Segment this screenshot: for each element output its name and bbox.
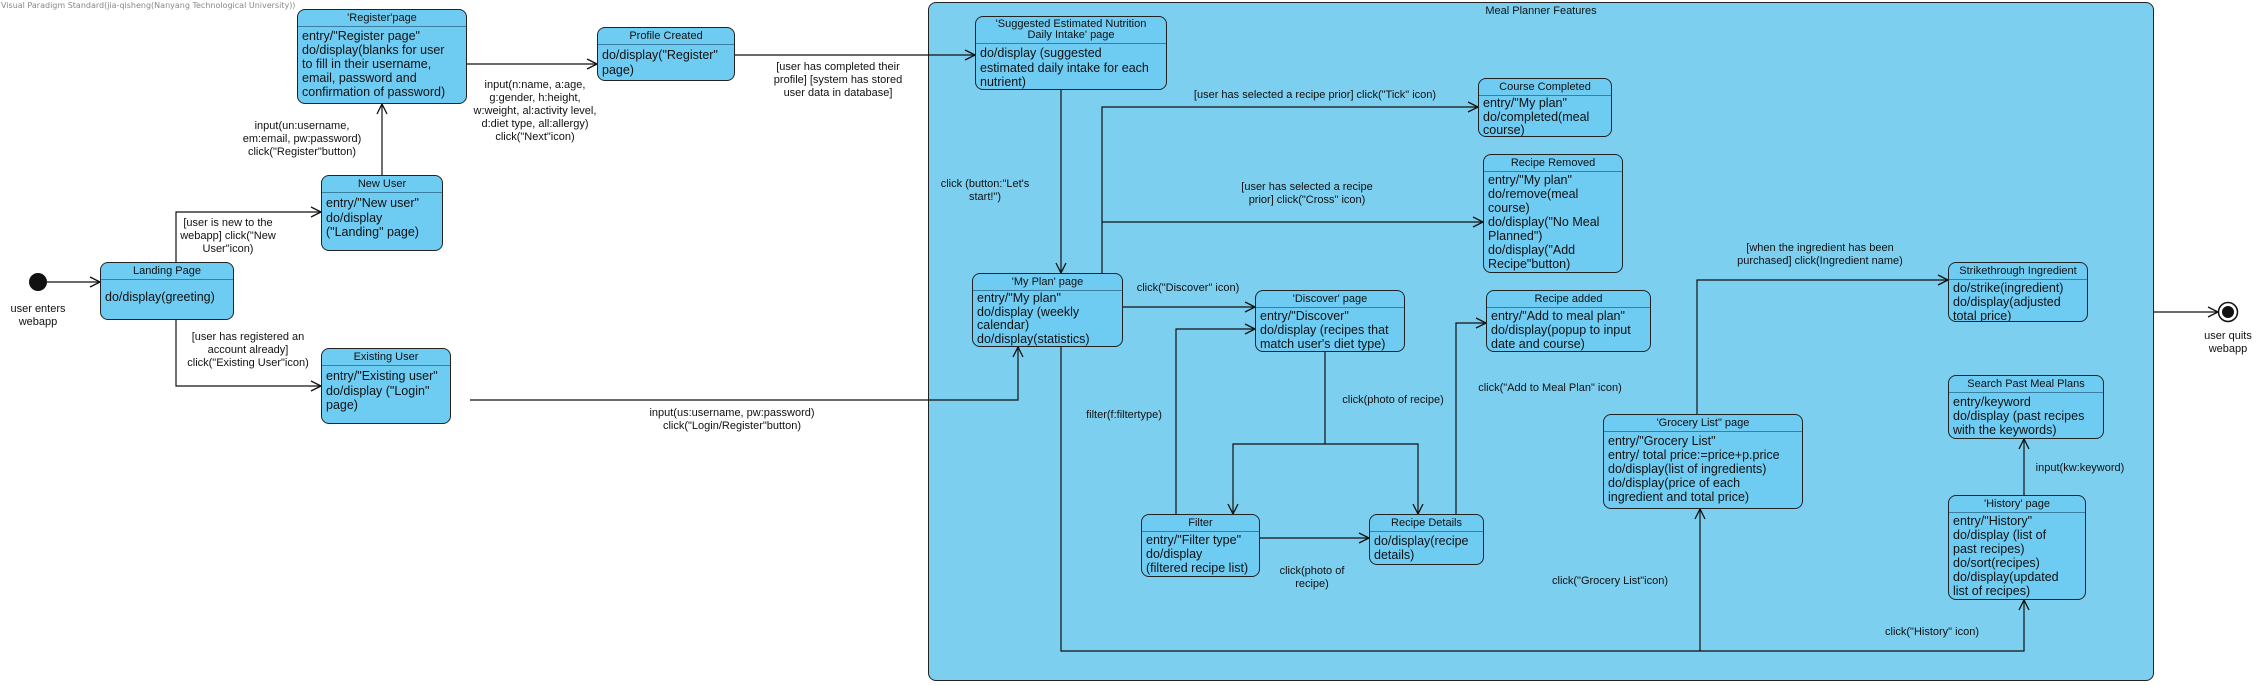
watermark: Visual Paradigm Standard(jia-qisheng(Nan… <box>1 1 296 10</box>
state-register-page[interactable]: 'Register'page entry/"Register page"do/d… <box>297 9 467 104</box>
label-keyword: input(kw:keyword) <box>2035 462 2125 474</box>
label-discover-click: click("Discover" icon) <box>1136 282 1240 294</box>
label-tick: [user has selected a recipe prior] click… <box>1193 89 1437 101</box>
label-grocery-click: click("Grocery List"icon) <box>1552 575 1668 587</box>
state-recipe-removed[interactable]: Recipe Removed entry/"My plan"do/remove(… <box>1483 154 1623 273</box>
state-profile-created[interactable]: Profile Created do/display("Register"pag… <box>597 27 735 81</box>
composite-title: Meal Planner Features <box>1485 5 1597 17</box>
label-profile-input: input(n:name, a:age,g:gender, h:height,w… <box>473 79 597 143</box>
t-existing-myplan <box>470 347 1018 401</box>
state-strikethrough-ingredient[interactable]: Strikethrough Ingredient do/strike(ingre… <box>1948 262 2088 322</box>
state-grocery-list-page[interactable]: 'Grocery List" page entry/"Grocery List"… <box>1603 414 1803 509</box>
t-myplan-history <box>1700 600 2024 652</box>
final-node-dot <box>2222 306 2234 318</box>
label-photo-recipe: click(photo of recipe) <box>1342 394 1444 406</box>
label-history-click: click("History" icon) <box>1885 626 1979 638</box>
t-details-added <box>1455 323 1486 514</box>
label-filter: filter(f:filtertype) <box>1086 409 1162 421</box>
t-tick <box>1101 107 1478 273</box>
state-landing-page[interactable]: Landing Page do/display(greeting) <box>100 262 234 320</box>
state-existing-user[interactable]: Existing User entry/"Existing user"do/di… <box>321 348 451 424</box>
label-login: input(us:username, pw:password)click("Lo… <box>649 407 815 432</box>
state-new-user[interactable]: New User entry/"New user"do/display("Lan… <box>321 175 443 251</box>
label-add-to-plan: click("Add to Meal Plan" icon) <box>1478 382 1622 394</box>
state-filter[interactable]: Filter entry/"Filter type"do/display(fil… <box>1141 514 1260 577</box>
t-grocery-strike <box>1696 280 1948 414</box>
state-course-completed[interactable]: Course Completed entry/"My plan"do/compl… <box>1478 78 1612 137</box>
state-recipe-added[interactable]: Recipe added entry/"Add to meal plan"do/… <box>1486 290 1651 352</box>
t-landing-existing <box>175 300 321 386</box>
t-discover-details <box>1325 443 1418 514</box>
state-history-page[interactable]: 'History' page entry/"History"do/display… <box>1948 495 2086 600</box>
t-myplan-grocery <box>1060 347 1700 652</box>
label-register-input: input(un:username,em:email, pw:password)… <box>242 120 362 158</box>
t-filter-discover <box>1175 329 1255 514</box>
state-discover-page[interactable]: 'Discover' page entry/"Discover"do/displ… <box>1255 290 1405 352</box>
t-discover-filter <box>1233 352 1326 514</box>
initial-node <box>29 273 47 291</box>
t-landing-newuser <box>175 212 321 266</box>
state-my-plan-page[interactable]: 'My Plan' page entry/"My plan"do/display… <box>972 273 1123 347</box>
